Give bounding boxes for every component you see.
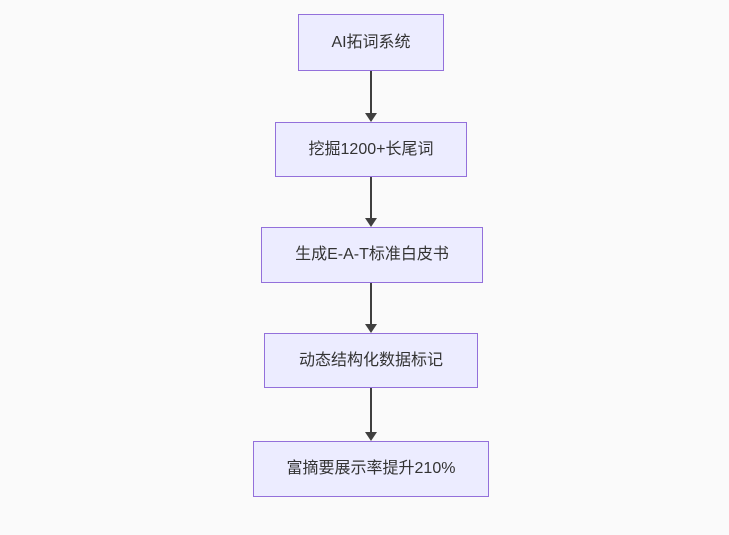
- flow-arrow-4: [364, 388, 378, 441]
- flow-node-ai-keyword-system: AI拓词系统: [298, 14, 444, 71]
- flow-node-label: 动态结构化数据标记: [298, 351, 443, 369]
- flow-node-structured-data-markup: 动态结构化数据标记: [264, 333, 478, 388]
- arrowhead-down-icon: [365, 324, 377, 333]
- arrow-line: [370, 177, 372, 218]
- flow-node-longtail-mining: 挖掘1200+长尾词: [275, 122, 467, 177]
- flow-arrow-1: [364, 71, 378, 122]
- arrowhead-down-icon: [365, 432, 377, 441]
- flow-node-rich-snippet-uplift: 富摘要展示率提升210%: [253, 441, 489, 497]
- flow-node-label: 生成E-A-T标准白皮书: [295, 246, 449, 263]
- flow-arrow-3: [364, 283, 378, 333]
- flow-node-label: 挖掘1200+长尾词: [308, 140, 434, 158]
- flow-node-label: 富摘要展示率提升210%: [286, 460, 456, 477]
- arrowhead-down-icon: [365, 113, 377, 122]
- arrow-line: [370, 283, 372, 324]
- arrowhead-down-icon: [365, 218, 377, 227]
- flow-arrow-2: [364, 177, 378, 227]
- arrow-line: [370, 71, 372, 113]
- flow-node-eat-whitepaper: 生成E-A-T标准白皮书: [261, 227, 483, 283]
- flow-node-label: AI拓词系统: [331, 33, 411, 51]
- arrow-line: [370, 388, 372, 432]
